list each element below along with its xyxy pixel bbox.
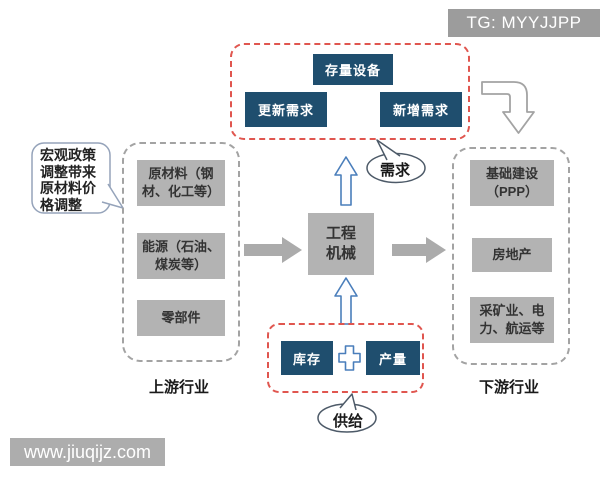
stock-equipment-box: 存量设备 [313, 54, 393, 85]
downstream-label: 下游行业 [478, 379, 539, 396]
mining-power-shipping-box: 采矿业、电 力、航运等 [470, 297, 554, 343]
new-demand-box: 新增需求 [380, 92, 462, 127]
up-arrow-supply-icon [334, 277, 358, 325]
supply-bubble-label: 供给 [332, 413, 363, 430]
macro-policy-note-text: 宏观政策 调整带来 原材料价 格调整 [40, 147, 96, 213]
supply-bubble [317, 393, 377, 433]
upstream-group-outline [122, 142, 240, 362]
supply-group-outline [267, 323, 424, 393]
plus-icon [338, 345, 361, 371]
components-box: 零部件 [137, 300, 225, 336]
raw-materials-box: 原材料（钢 材、化工等） [137, 160, 225, 206]
right-arrow-downstream-icon [392, 237, 446, 263]
output-box: 产量 [366, 341, 420, 375]
inventory-box: 库存 [281, 341, 333, 375]
watermark: www.jiuqijz.com [10, 438, 165, 466]
bent-arrow-icon [481, 81, 535, 134]
upstream-label: 上游行业 [148, 379, 209, 396]
downstream-group-outline [452, 147, 570, 365]
demand-group-outline [230, 43, 470, 140]
infrastructure-box: 基础建设 （PPP） [470, 160, 554, 206]
right-arrow-upstream-icon [244, 237, 302, 263]
up-arrow-demand-icon [334, 156, 358, 206]
renewal-demand-box: 更新需求 [245, 92, 327, 127]
telegram-badge: TG: MYYJJPP [448, 9, 600, 37]
engineering-machinery-box: 工程 机械 [308, 213, 374, 275]
real-estate-box: 房地产 [472, 238, 552, 272]
demand-bubble [366, 139, 426, 184]
demand-bubble-label: 需求 [379, 162, 410, 179]
energy-box: 能源（石油、 煤炭等） [137, 233, 225, 279]
